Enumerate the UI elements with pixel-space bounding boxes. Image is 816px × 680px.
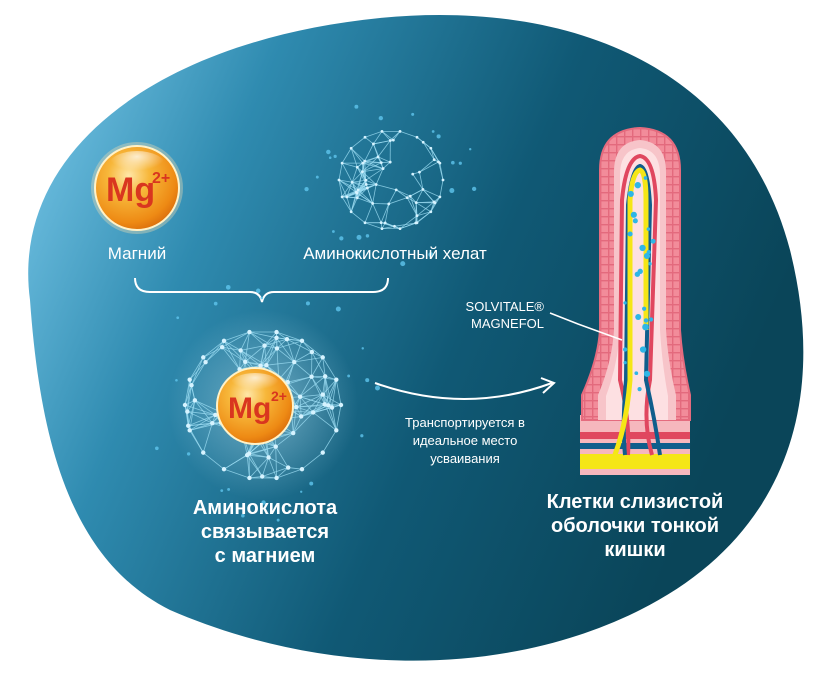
- chelated-magnesium-icon: Mg 2+: [168, 310, 358, 500]
- mg-element-symbol: Mg: [106, 171, 155, 209]
- mg-charge: 2+: [152, 170, 170, 187]
- amino-chelate-label: Аминокислотный хелат: [303, 244, 487, 263]
- magnesium-label: Магний: [107, 244, 167, 263]
- mg-element-symbol-chelated: Mg: [228, 392, 271, 425]
- particle-dots: [155, 104, 477, 522]
- arrow-icon: [374, 377, 556, 400]
- transport-caption: Транспортируется в идеальное место усваи…: [405, 415, 525, 466]
- brand-label: SOLVITALE® MAGNEFOL: [465, 299, 544, 331]
- magnesium-ion-icon: Mg 2+: [91, 142, 183, 234]
- amino-binds-caption: Аминокислота связывается с магнием: [192, 497, 338, 567]
- mg-charge-chelated: 2+: [271, 388, 287, 404]
- amino-chelate-network-icon: [337, 129, 445, 231]
- cells-caption: Клетки слизистой оболочки тонкой кишки: [546, 491, 724, 561]
- brand-pointer-line: [549, 312, 623, 341]
- intestinal-villus-icon: [580, 126, 691, 475]
- background-blob: [28, 14, 804, 661]
- brace-icon: [134, 277, 389, 303]
